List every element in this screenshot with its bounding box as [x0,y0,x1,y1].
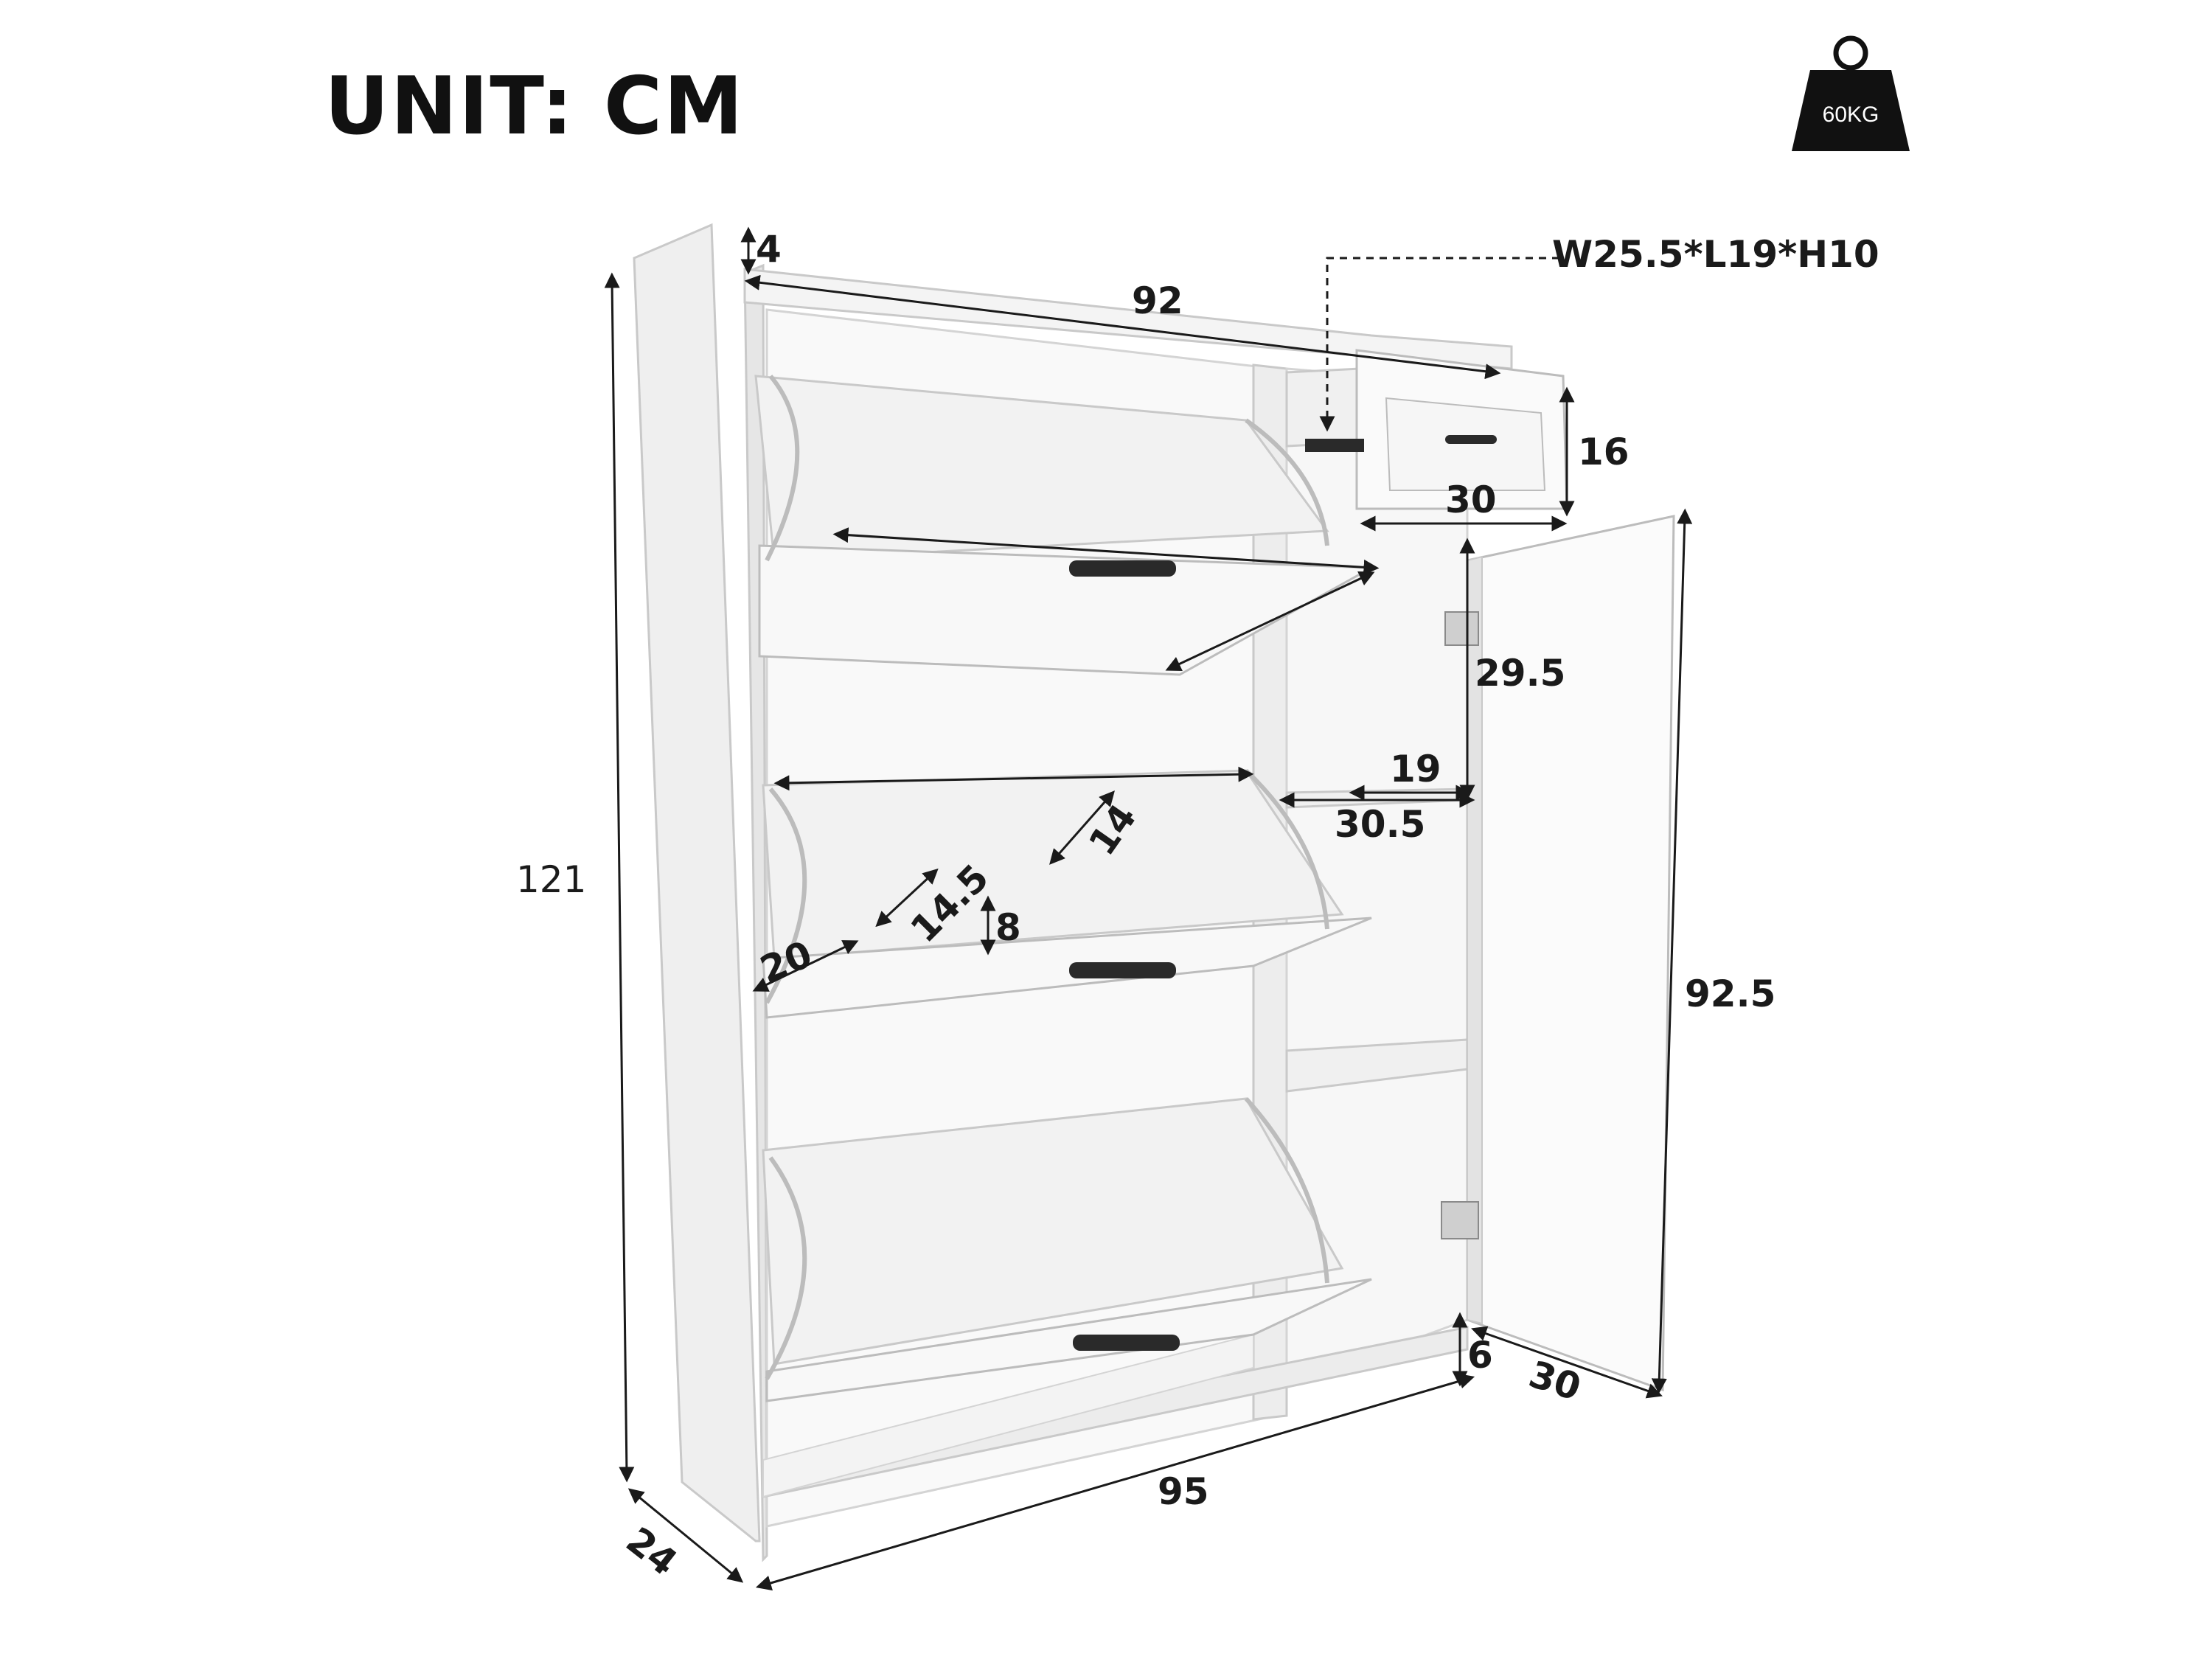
dim-top-width: 92 [1132,279,1183,322]
dim-line-flip1-depth [1165,571,1375,672]
dim-line-total-height [604,272,635,1483]
dim-door-width: 30 [1524,1352,1586,1409]
dim-line-door-width [1471,1326,1663,1399]
hinge-upper [1444,611,1479,646]
dim-slot-gap: 8 [995,906,1021,949]
dim-line-drawer-spec [1319,257,1559,432]
dim-total-height: 121 [516,858,586,901]
dim-top-panel: 4 [756,228,782,271]
side-panel [633,223,761,1543]
dim-line-flip1-width [832,527,1380,575]
dim-drawer-height: 16 [1578,431,1630,473]
dim-line-total-width [755,1373,1475,1591]
dim-line-slot-depth [1049,790,1115,865]
dimension-lines [604,226,1693,1591]
weight-icon: 60KG [1792,35,1910,151]
drawer-handle [1445,435,1497,444]
dim-shelf-depth: 19 [1390,748,1441,790]
dim-line-door-height [1651,508,1693,1394]
flip-handle-3 [1073,1335,1180,1351]
hinge-lower [1441,1201,1479,1239]
dim-line-top-width [744,274,1501,380]
drawer-spec: W25.5*L19*H10 [1552,233,1879,276]
unit-title: UNIT: CM [324,60,745,153]
dim-door-shelf-height: 29.5 [1475,652,1565,695]
dim-line-total-depth [627,1488,744,1583]
dim-line-flip2-width [773,766,1254,791]
dim-line-flap-depth [752,940,859,992]
dim-door-height: 92.5 [1685,973,1775,1015]
flip-handle-2 [1069,962,1176,978]
flip-drawer-3 [762,1096,1372,1402]
dim-drawer-width: 30 [1445,479,1497,521]
door [1441,515,1675,1392]
dim-line-slot-depth-lower [875,868,939,928]
dim-base-gap: 6 [1467,1334,1493,1377]
flip-handle-1 [1069,560,1176,577]
weight-label: 60KG [1823,102,1879,127]
dim-total-width: 95 [1158,1470,1209,1513]
dim-shelf-width: 30.5 [1335,803,1425,846]
dim-total-depth: 24 [619,1519,686,1585]
